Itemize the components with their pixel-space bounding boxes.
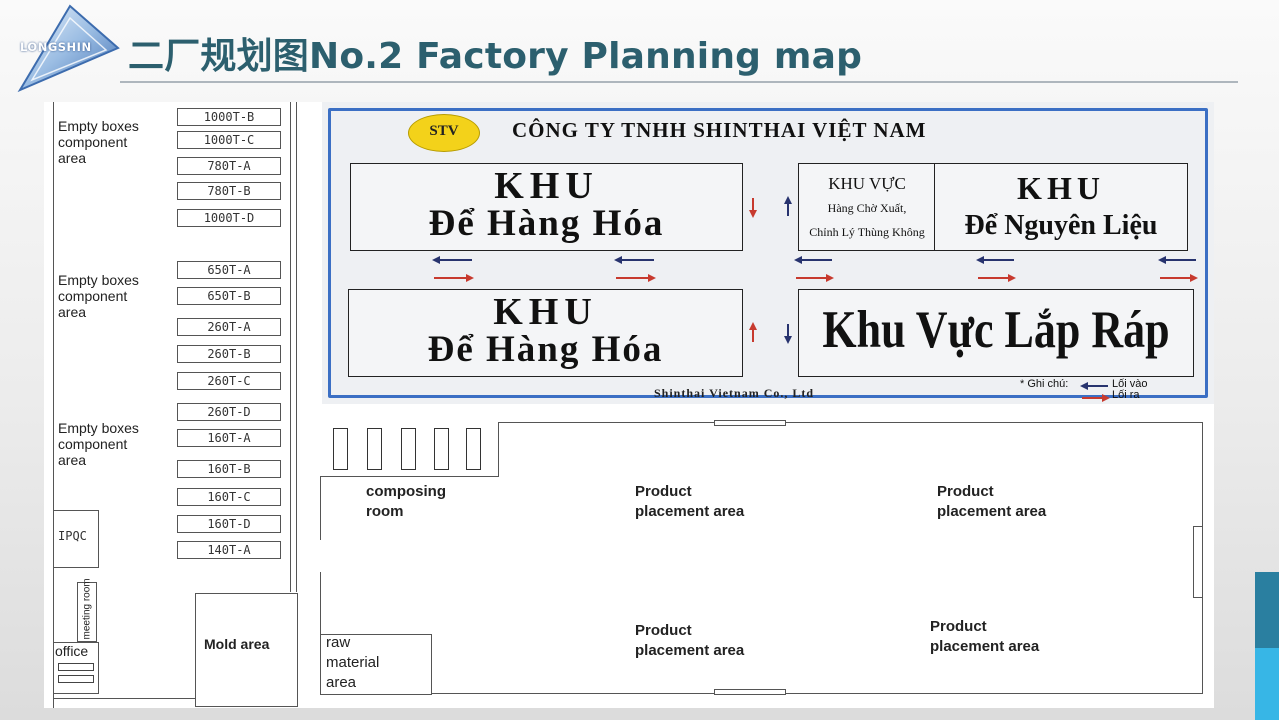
material-area-line1: KHU bbox=[1017, 170, 1105, 206]
machine-box: 160T-A bbox=[177, 429, 281, 447]
stv-logo: STV bbox=[408, 114, 480, 152]
exit-arrow-icon bbox=[796, 274, 834, 282]
equipment-slot bbox=[367, 428, 382, 470]
waiting-area-line2: Hàng Chờ Xuất, bbox=[827, 201, 907, 215]
entry-arrow-icon bbox=[1158, 256, 1196, 264]
sign-border bbox=[328, 108, 1208, 398]
slide-title: 二厂规划图No.2 Factory Planning map bbox=[128, 36, 863, 77]
machine-box: 780T-B bbox=[177, 182, 281, 200]
equipment-slot bbox=[401, 428, 416, 470]
company-name: CÔNG TY TNHH SHINTHAI VIỆT NAM bbox=[512, 118, 927, 142]
entry-arrow-icon bbox=[794, 256, 832, 264]
wall-line bbox=[296, 102, 297, 592]
wall-line bbox=[320, 422, 321, 540]
mold-area-label: Mold area bbox=[204, 636, 270, 652]
office-label: office bbox=[55, 643, 89, 659]
entry-arrow-icon bbox=[784, 324, 792, 344]
wall-line bbox=[53, 102, 54, 708]
ipqc-room: IPQC bbox=[53, 510, 99, 568]
warehouse-sign-photo: STV CÔNG TY TNHH SHINTHAI VIỆT NAM KHU Đ… bbox=[322, 102, 1214, 404]
machine-box: 160T-D bbox=[177, 515, 281, 533]
product-placement-label: Product placement area bbox=[635, 483, 745, 520]
machine-box: 260T-C bbox=[177, 372, 281, 390]
product-placement-label: Product placement area bbox=[930, 618, 1040, 655]
logo-text: LONGSHIN bbox=[20, 40, 92, 54]
empty-boxes-label: Empty boxes component area bbox=[58, 420, 139, 468]
wall-line bbox=[53, 698, 297, 699]
machine-box: 260T-D bbox=[177, 403, 281, 421]
material-area-line2: Để Nguyên Liệu bbox=[964, 210, 1158, 241]
door-marker bbox=[1193, 526, 1203, 598]
mold-area: Mold area bbox=[195, 593, 298, 707]
meeting-room-label: meeting room bbox=[81, 578, 93, 640]
machine-box: 260T-B bbox=[177, 345, 281, 363]
storage-area-line2: Để Hàng Hóa bbox=[428, 203, 665, 244]
storage-area-line1: KHU bbox=[493, 291, 598, 333]
machine-box: 1000T-B bbox=[177, 108, 281, 126]
legend-exit-arrow-icon bbox=[1082, 394, 1110, 402]
title-divider bbox=[120, 81, 1238, 83]
legend-entry-label: Lối vào bbox=[1112, 378, 1148, 390]
equipment-slot bbox=[466, 428, 481, 470]
waiting-area-line3: Chỉnh Lý Thùng Không bbox=[809, 225, 925, 239]
entry-arrow-icon bbox=[784, 196, 792, 216]
accent-bar-cyan bbox=[1255, 648, 1279, 720]
machine-box: 160T-C bbox=[177, 488, 281, 506]
machine-box: 1000T-C bbox=[177, 131, 281, 149]
product-placement-label: Product placement area bbox=[635, 622, 745, 659]
equipment-slot bbox=[333, 428, 348, 470]
wall-line bbox=[320, 572, 321, 694]
storage-area-line2: Để Hàng Hóa bbox=[427, 329, 664, 370]
legend-note: * Ghi chú: bbox=[1020, 378, 1069, 390]
machine-box: 140T-A bbox=[177, 541, 281, 559]
exit-arrow-icon bbox=[1160, 274, 1198, 282]
empty-boxes-label: Empty boxes component area bbox=[58, 118, 139, 166]
storage-area-box: KHU Để Hàng Hóa bbox=[350, 163, 743, 251]
waiting-area-line1: KHU VỰC bbox=[828, 174, 906, 193]
machine-box: 650T-B bbox=[177, 287, 281, 305]
assembly-area-label: Khu Vực Lắp Ráp bbox=[822, 300, 1170, 359]
door-marker bbox=[714, 689, 786, 695]
machine-box: 160T-B bbox=[177, 460, 281, 478]
wall-line bbox=[290, 102, 291, 592]
meeting-room: meeting room bbox=[77, 578, 97, 642]
storage-area-line1: KHU bbox=[494, 165, 599, 207]
sign-footer: Shinthai Vietnam Co., Ltd bbox=[654, 386, 815, 400]
door-marker bbox=[714, 420, 786, 426]
entry-arrow-icon bbox=[614, 256, 654, 264]
exit-arrow-icon bbox=[434, 274, 474, 282]
legend-entry-arrow-icon bbox=[1080, 382, 1108, 390]
machine-box: 260T-A bbox=[177, 318, 281, 336]
stv-logo-text: STV bbox=[429, 123, 459, 139]
raw-material-label: raw material area bbox=[326, 634, 380, 691]
raw-material-area: raw material area bbox=[320, 634, 432, 695]
desk-icon bbox=[58, 675, 94, 683]
ipqc-label: IPQC bbox=[58, 529, 87, 543]
exit-arrow-icon bbox=[749, 198, 757, 218]
storage-area-box: KHU Để Hàng Hóa bbox=[348, 289, 743, 377]
office-room: office bbox=[53, 642, 99, 694]
machine-box: 780T-A bbox=[177, 157, 281, 175]
factory-plan: Empty boxes component area Empty boxes c… bbox=[44, 102, 1214, 708]
material-area-box: KHU Để Nguyên Liệu bbox=[934, 163, 1188, 251]
assembly-area-box: Khu Vực Lắp Ráp bbox=[798, 289, 1194, 377]
legend-exit-label: Lối ra bbox=[1112, 389, 1140, 401]
waiting-area-box: KHU VỰC Hàng Chờ Xuất, Chỉnh Lý Thùng Kh… bbox=[798, 163, 936, 251]
composing-room-label: composing room bbox=[366, 483, 447, 520]
empty-boxes-label: Empty boxes component area bbox=[58, 272, 139, 320]
entry-arrow-icon bbox=[432, 256, 472, 264]
longshin-logo bbox=[14, 4, 122, 100]
entry-arrow-icon bbox=[976, 256, 1014, 264]
desk-icon bbox=[58, 663, 94, 671]
exit-arrow-icon bbox=[616, 274, 656, 282]
machine-box: 1000T-D bbox=[177, 209, 281, 227]
exit-arrow-icon bbox=[749, 322, 757, 342]
exit-arrow-icon bbox=[978, 274, 1016, 282]
accent-bar-teal bbox=[1255, 572, 1279, 648]
product-placement-label: Product placement area bbox=[937, 483, 1047, 520]
machine-box: 650T-A bbox=[177, 261, 281, 279]
equipment-slot bbox=[434, 428, 449, 470]
